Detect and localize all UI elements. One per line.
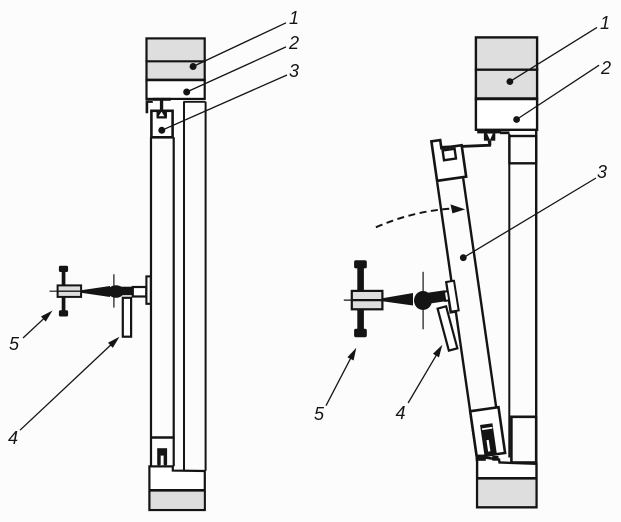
svg-text:4: 4	[396, 403, 406, 423]
svg-text:5: 5	[314, 404, 325, 424]
svg-text:1: 1	[600, 13, 610, 33]
svg-text:2: 2	[288, 33, 299, 53]
svg-text:2: 2	[600, 58, 611, 78]
svg-text:4: 4	[8, 428, 18, 448]
svg-text:5: 5	[9, 334, 20, 354]
svg-text:3: 3	[597, 162, 607, 182]
svg-text:3: 3	[289, 61, 299, 81]
svg-text:1: 1	[289, 8, 299, 28]
